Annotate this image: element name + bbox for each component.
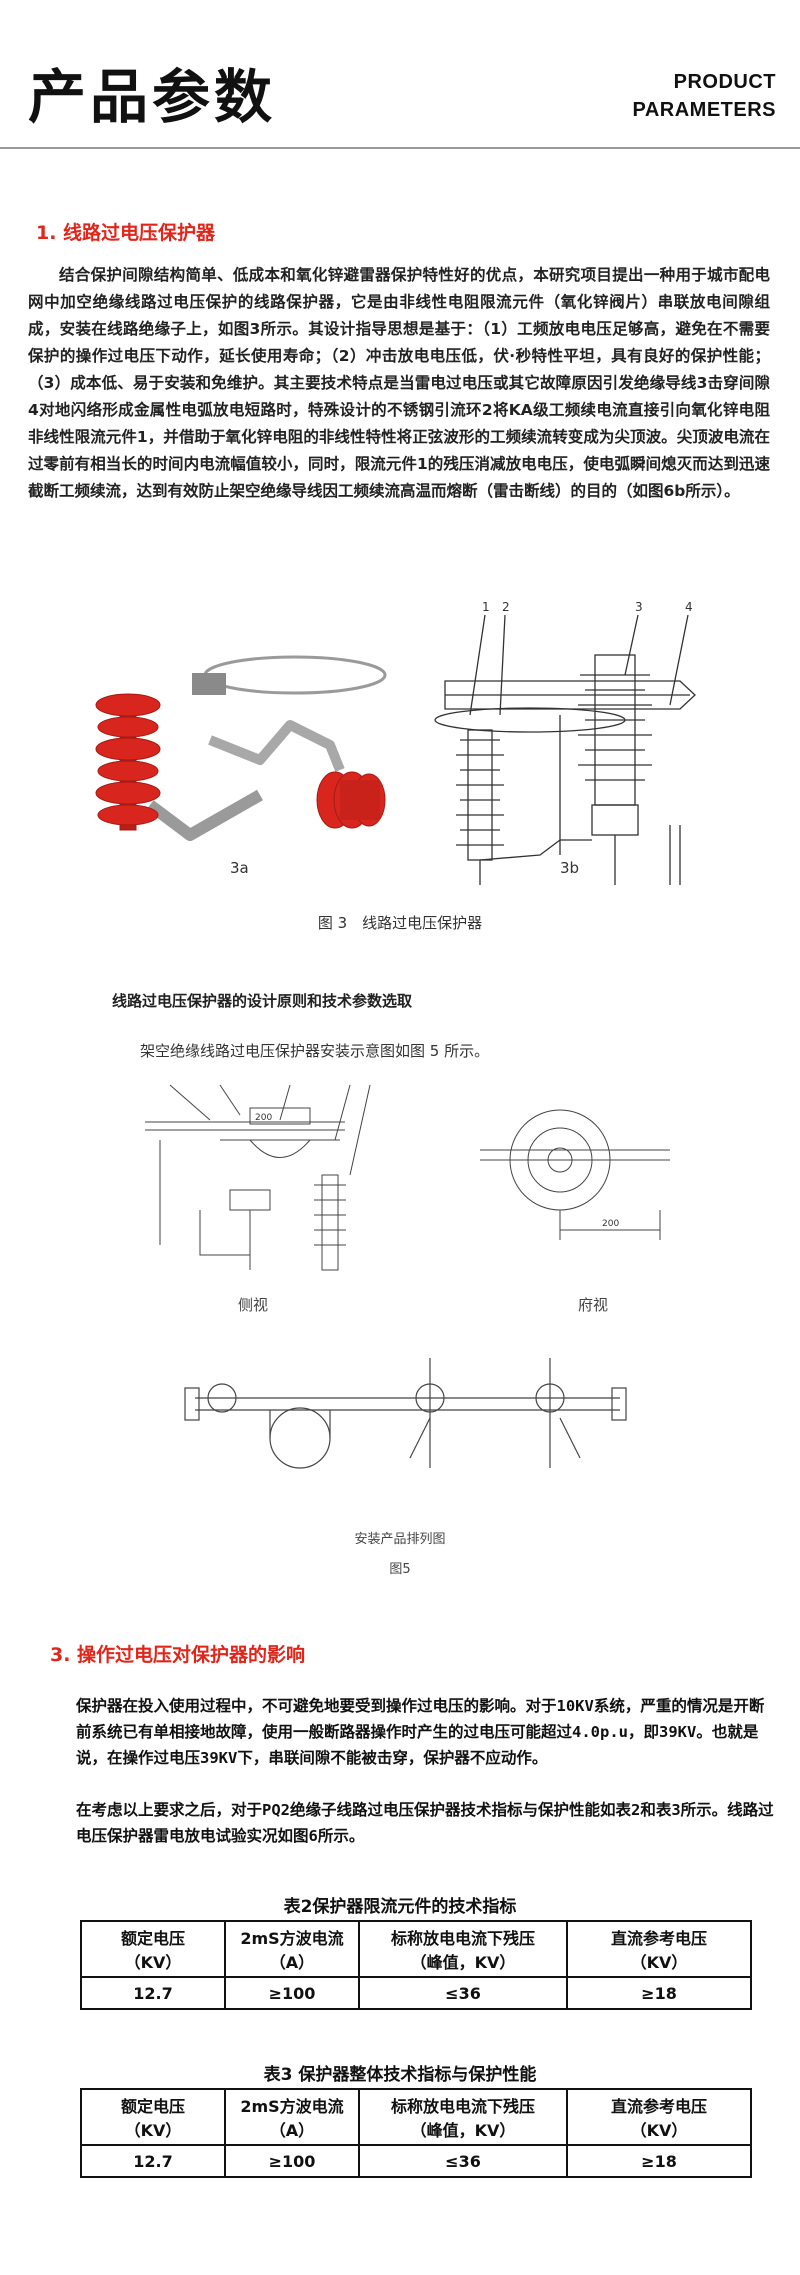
title-en-line2: PARAMETERS	[632, 99, 776, 121]
table2-cell: ≤36	[358, 1976, 568, 2010]
table3-header-row: 额定电压（KV） 2mS方波电流（A） 标称放电电流下残压（峰值，KV） 直流参…	[80, 2088, 752, 2146]
figure3-caption: 图 3 线路过电压保护器	[317, 914, 483, 932]
table2-header-cell: 直流参考电压（KV）	[566, 1920, 752, 1978]
page-title: 产品参数	[28, 63, 277, 131]
table3-row: 12.7 ≥100 ≤36 ≥18	[80, 2144, 752, 2178]
dim-top: 200	[602, 1219, 619, 1229]
table2-header-cell: 标称放电电流下残压（峰值，KV）	[358, 1920, 568, 1978]
table2-cell: ≥100	[224, 1976, 360, 2010]
table3-header-cell: 额定电压（KV）	[80, 2088, 226, 2146]
table2-header-cell: 2mS方波电流（A）	[224, 1920, 360, 1978]
table3-cell: 12.7	[80, 2144, 226, 2178]
callout-3: 3	[635, 600, 643, 614]
table2-header-cell: 额定电压（KV）	[80, 1920, 226, 1978]
title-en-line1: PRODUCT	[673, 71, 776, 93]
page-title-english: PRODUCT PARAMETERS	[632, 68, 776, 124]
table3: 额定电压（KV） 2mS方波电流（A） 标称放电电流下残压（峰值，KV） 直流参…	[80, 2088, 752, 2178]
section3-para2: 在考虑以上要求之后，对于PQ2绝缘子线路过电压保护器技术指标与保护性能如表2和表…	[76, 1801, 774, 1845]
side-view-label: 侧视	[238, 1296, 269, 1314]
top-view-drawing	[480, 1109, 670, 1240]
figure3a-photo	[95, 655, 387, 841]
section1-paragraph: 结合保护间隙结构简单、低成本和氧化锌避雷器保护特性好的优点，本研究项目提出一种用…	[28, 266, 770, 500]
table3-header-cell: 标称放电电流下残压（峰值，KV）	[358, 2088, 568, 2146]
figure5-caption: 图5	[389, 1562, 411, 1577]
header-divider	[0, 147, 800, 149]
table3-cell: ≥18	[566, 2144, 752, 2178]
figure3b-drawing	[434, 614, 696, 885]
table2-cell: 12.7	[80, 1976, 226, 2010]
table3-header-cell: 2mS方波电流（A）	[224, 2088, 360, 2146]
callout-1: 1	[482, 600, 490, 614]
figure3b-label: 3b	[560, 859, 579, 877]
arrangement-diagram	[184, 1358, 627, 1469]
side-view-drawing	[145, 1084, 371, 1271]
section3-title: 3. 操作过电压对保护器的影响	[50, 1644, 306, 1666]
figure5-views: 200 200	[145, 1084, 670, 1271]
section3-para1: 保护器在投入使用过程中，不可避免地要受到操作过电压的影响。对于10KV系统，严重…	[76, 1697, 765, 1767]
section1-title: 1. 线路过电压保护器	[36, 222, 216, 244]
table2-header-row: 额定电压（KV） 2mS方波电流（A） 标称放电电流下残压（峰值，KV） 直流参…	[80, 1920, 752, 1978]
table2: 额定电压（KV） 2mS方波电流（A） 标称放电电流下残压（峰值，KV） 直流参…	[80, 1920, 752, 2010]
section2-subtitle: 线路过电压保护器的设计原则和技术参数选取	[112, 992, 413, 1010]
section2-intro: 架空绝缘线路过电压保护器安装示意图如图 5 所示。	[140, 1042, 490, 1060]
figure3a-label: 3a	[230, 859, 249, 877]
table3-title: 表3 保护器整体技术指标与保护性能	[263, 2065, 537, 2085]
arrangement-label: 安装产品排列图	[354, 1532, 446, 1547]
figure3-diagram: 3a 1 2 3 4 3b	[95, 600, 696, 885]
callout-4: 4	[685, 600, 693, 614]
table3-cell: ≤36	[358, 2144, 568, 2178]
table2-title: 表2保护器限流元件的技术指标	[283, 1897, 517, 1917]
dim-side: 200	[255, 1113, 272, 1123]
callout-2: 2	[502, 600, 510, 614]
table3-cell: ≥100	[224, 2144, 360, 2178]
table3-header-cell: 直流参考电压（KV）	[566, 2088, 752, 2146]
top-view-label: 府视	[578, 1296, 609, 1314]
table2-cell: ≥18	[566, 1976, 752, 2010]
table2-row: 12.7 ≥100 ≤36 ≥18	[80, 1976, 752, 2010]
